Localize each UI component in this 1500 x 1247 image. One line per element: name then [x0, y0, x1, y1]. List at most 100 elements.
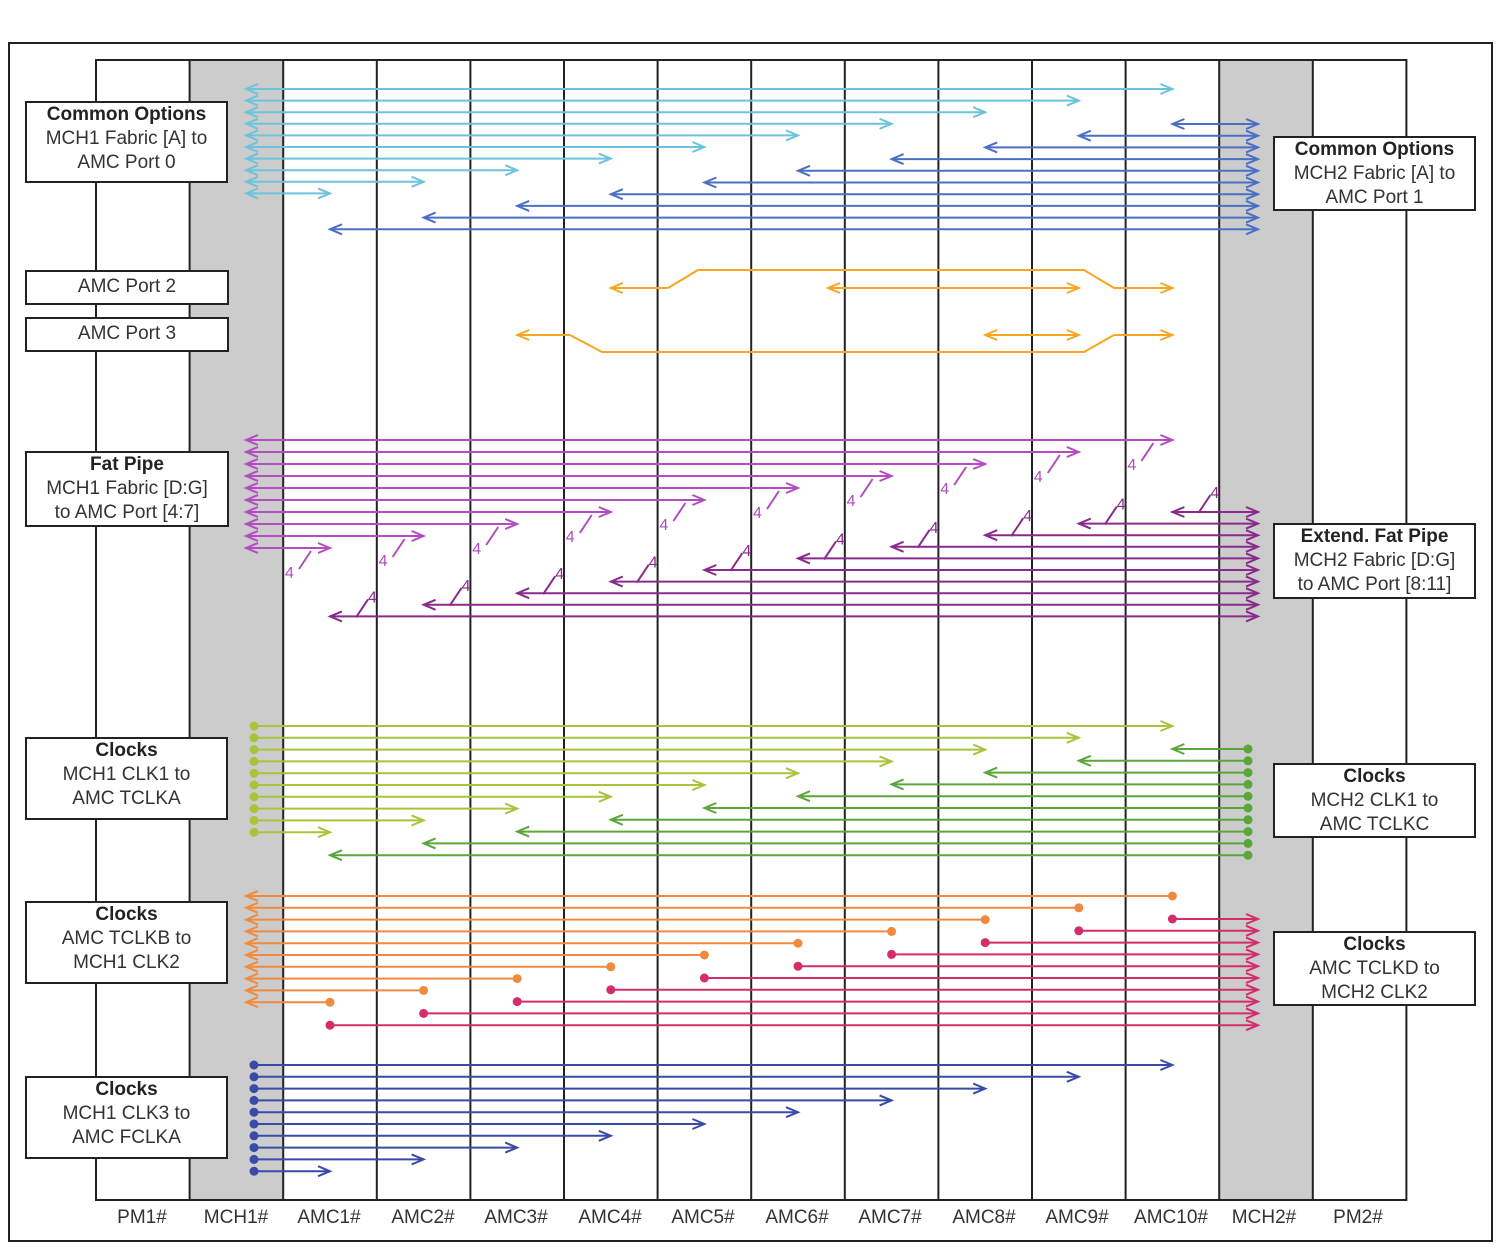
column-label: AMC2#: [391, 1207, 455, 1228]
bundle-width-label: 4: [836, 531, 845, 548]
endpoint-dot: [980, 915, 990, 925]
arrow-head: [243, 972, 259, 985]
arrow-head: [1245, 575, 1261, 588]
bundle-width-label: 4: [1127, 457, 1136, 474]
arrow-head: [243, 901, 259, 914]
box-line: AMC Port 0: [77, 152, 176, 173]
arrow-head: [888, 778, 904, 791]
bundle-slash: [1197, 494, 1212, 514]
bundle-width-label: 4: [566, 529, 575, 546]
bundle-width-label: 4: [930, 520, 939, 537]
arrow-head: [879, 117, 895, 130]
arrow-head: [243, 925, 259, 938]
arrow-head: [317, 187, 333, 200]
arrow-head: [598, 1129, 614, 1142]
arrow-head: [1076, 517, 1092, 530]
port3-link: [569, 334, 1115, 353]
arrow-head: [243, 106, 259, 119]
arrow-head: [608, 188, 624, 201]
endpoint-dot: [249, 1119, 259, 1129]
column-label: PM2#: [1333, 1207, 1383, 1228]
box-line: MCH2 Fabric [A] to: [1293, 163, 1456, 184]
box-line: to AMC Port [4:7]: [54, 502, 200, 523]
endpoint-dot: [1243, 838, 1253, 848]
endpoint-dot: [606, 962, 616, 972]
arrow-head: [692, 494, 708, 506]
endpoint-dot: [249, 1084, 259, 1094]
arrow-head: [701, 176, 717, 189]
clocks-clk3-mch1-box: Clocks MCH1 CLK3 to AMC FCLKA: [25, 1076, 228, 1159]
arrow-head: [1245, 960, 1261, 973]
endpoint-dot: [793, 938, 803, 948]
bundle-slash: [298, 550, 312, 570]
box-line: MCH1 Fabric [D:G]: [46, 478, 208, 499]
endpoint-dot: [249, 1060, 259, 1070]
bundle-slash: [635, 564, 650, 584]
arrow-head: [785, 767, 801, 780]
arrow-head: [608, 575, 624, 588]
bundle-width-label: 4: [1210, 485, 1219, 502]
endpoint-dot: [512, 974, 522, 984]
arrow-head: [1245, 983, 1261, 996]
arrow-head: [1245, 118, 1261, 130]
box-title: AMC Port 2: [77, 276, 177, 297]
arrow-head: [243, 94, 259, 107]
arrow-head: [598, 790, 614, 803]
arrow-head: [1245, 540, 1261, 553]
arrow-head: [243, 446, 259, 458]
arrow-head: [1245, 587, 1261, 600]
endpoint-dot: [249, 1154, 259, 1164]
bundle-width-label: 4: [285, 565, 294, 582]
arrow-head: [701, 564, 717, 576]
arrow-head: [608, 282, 624, 294]
box-line: MCH2 CLK2: [1321, 982, 1428, 1003]
endpoint-dot: [249, 756, 259, 766]
bundle-width-label: 4: [649, 555, 658, 572]
box-title: Extend. Fat Pipe: [1300, 526, 1449, 547]
arrow-head: [888, 540, 904, 553]
box-title: Common Options: [1294, 139, 1455, 160]
arrow-head: [879, 470, 895, 482]
mch2-column: [1219, 60, 1313, 1200]
endpoint-dot: [1074, 926, 1084, 936]
arrow-head: [1066, 731, 1082, 744]
box-line: AMC Port 1: [1325, 187, 1424, 208]
arrow-head: [317, 1165, 333, 1178]
arrow-head: [243, 187, 259, 200]
arrow-head: [327, 849, 343, 862]
arrow-head: [243, 530, 259, 542]
bundle-slash: [448, 587, 463, 607]
arrow-head: [1245, 506, 1261, 518]
arrow-head: [243, 129, 259, 142]
arrow-head: [1245, 188, 1261, 201]
bundle-slash: [1140, 442, 1155, 462]
bundle-width-label: 4: [555, 566, 564, 583]
arrow-head: [1245, 936, 1261, 949]
box-line: MCH2 Fabric [D:G]: [1293, 550, 1456, 571]
bundle-slash: [485, 526, 500, 546]
arrow-head: [243, 482, 259, 494]
arrow-head: [1245, 552, 1261, 565]
bundle-slash: [578, 514, 593, 534]
arrow-head: [1169, 506, 1185, 518]
bundle-width-label: 4: [753, 505, 762, 522]
arrow-head: [243, 506, 259, 518]
arrow-head: [1245, 948, 1261, 961]
arrow-head: [692, 1118, 708, 1130]
endpoint-dot: [699, 950, 709, 960]
extend-fat-pipe-mch2-box: Extend. Fat Pipe MCH2 Fabric [D:G] to AM…: [1273, 523, 1476, 599]
arrow-head: [972, 1082, 988, 1095]
bundle-slash: [916, 529, 931, 549]
arrow-head: [1160, 83, 1176, 95]
endpoint-dot: [793, 961, 803, 971]
arrow-head: [411, 814, 427, 827]
arrow-head: [795, 552, 811, 565]
bundle-width-label: 4: [940, 481, 949, 498]
endpoint-dot: [249, 815, 259, 825]
arrow-head: [972, 106, 988, 119]
box-line: MCH1 CLK2: [73, 952, 180, 973]
arrow-head: [879, 1094, 895, 1107]
arrow-head: [421, 837, 436, 850]
arrow-head: [1245, 913, 1261, 925]
arrow-head: [1245, 211, 1261, 224]
